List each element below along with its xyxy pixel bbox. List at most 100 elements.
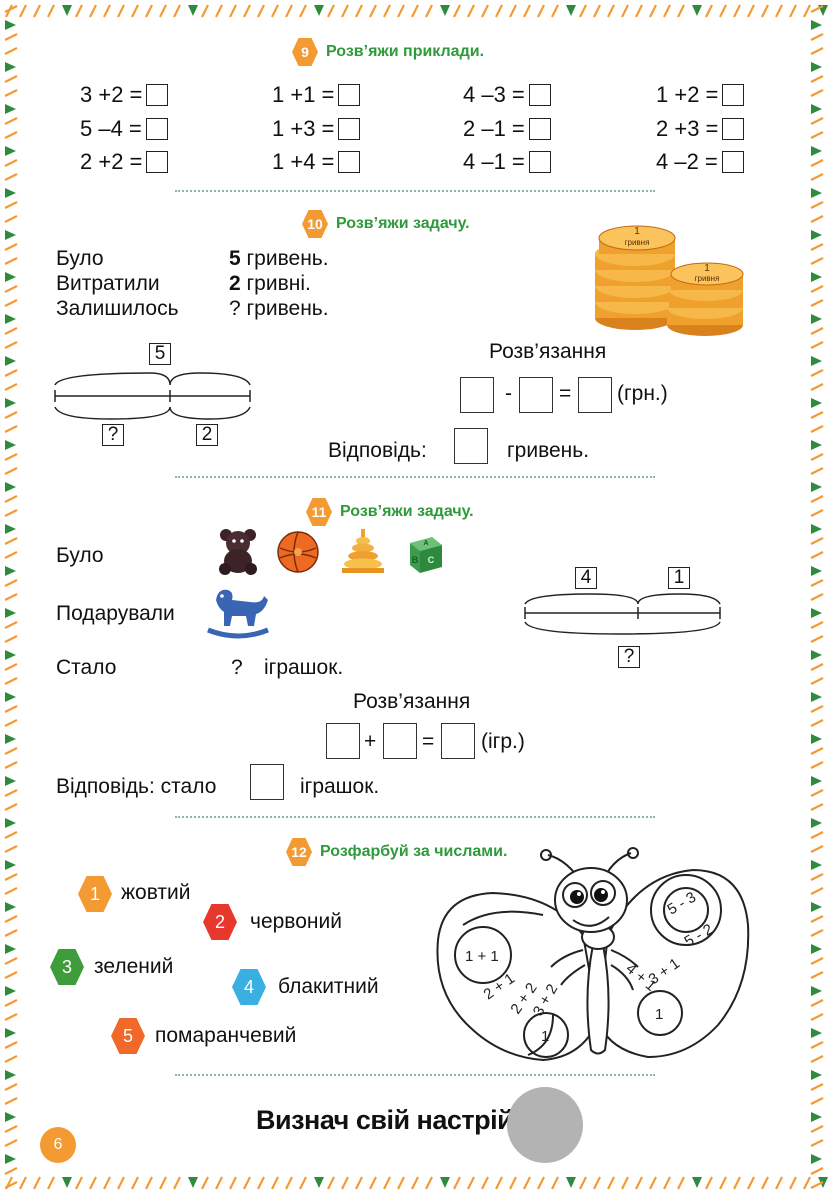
example-answer-box[interactable]: [338, 84, 361, 106]
example-answer-box[interactable]: [722, 118, 745, 140]
legend-badge-3: 3: [50, 949, 84, 985]
task11-answer-label: Відповідь: стало: [56, 775, 217, 798]
example-text: 2 +3 =: [656, 116, 719, 141]
example-text: 4 –3 =: [463, 82, 525, 107]
coin-number-2: 1: [704, 263, 710, 274]
legend-badge-4: 4: [232, 969, 266, 1005]
coin-stack-icon: 1 гривня 1 гривня: [595, 225, 744, 336]
task10-row-1-label: Було: [56, 247, 104, 270]
task9-number-badge: 9: [292, 38, 318, 66]
task10-row-3-label: Залишилось: [56, 297, 179, 320]
task10-unit: (грн.): [617, 382, 668, 405]
example-text: 4 –1 =: [463, 149, 525, 174]
task10-answer-input[interactable]: [454, 428, 488, 464]
task10-diagram-total: 5: [149, 343, 171, 365]
task11-row-1-label: Було: [56, 544, 104, 567]
legend-label-3: зелений: [94, 955, 174, 978]
task10-minus-sign: -: [505, 382, 512, 405]
task10-answer-box-1[interactable]: [460, 377, 494, 413]
task11-answer-unit: іграшок.: [300, 775, 380, 798]
example-answer-box[interactable]: [338, 151, 361, 173]
mood-circle[interactable]: [507, 1087, 583, 1163]
task10-row-2-value: 2 гривні.: [229, 272, 311, 295]
task11-answer-box-1[interactable]: [326, 723, 360, 759]
wing-label-left-bottom: 1: [541, 1028, 549, 1045]
legend-label-5: помаранчевий: [155, 1024, 297, 1047]
task11-segment-diagram: [524, 593, 721, 635]
task11-plus-sign: +: [364, 730, 377, 753]
task9-title: Розв’яжи приклади.: [326, 43, 485, 60]
task11-row-2-label: Подарували: [56, 602, 175, 625]
example-text: 3 +2 =: [80, 82, 143, 107]
task11-number-badge: 11: [306, 498, 332, 526]
task10-segment-diagram: [54, 372, 251, 420]
task10-answer-box-3[interactable]: [578, 377, 612, 413]
task10-answer-unit: гривень.: [507, 439, 590, 462]
example-text: 2 +2 =: [80, 149, 143, 174]
task10-title: Розв’яжи задачу.: [336, 215, 470, 232]
task10-header: 10 Розв’яжи задачу.: [302, 210, 470, 238]
legend-label-1: жовтий: [121, 881, 191, 904]
coin-label-1: гривня: [625, 238, 650, 247]
example-answer-box[interactable]: [338, 118, 361, 140]
task11-answer-input[interactable]: [250, 764, 284, 800]
example-answer-box[interactable]: [528, 118, 551, 140]
task10-number-badge: 10: [302, 210, 328, 238]
example-answer-box[interactable]: [146, 84, 169, 106]
task11-diagram-left: 4: [575, 567, 597, 589]
example-text: 1 +3 =: [272, 116, 335, 141]
example-text: 1 +2 =: [656, 82, 719, 107]
task10-row-3-value: ? гривень.: [229, 297, 329, 320]
wing-label-left-top: 1 + 1: [465, 948, 499, 965]
left-border-pattern: [4, 5, 18, 1189]
block-letter-a: A: [423, 540, 428, 547]
example-answer-box[interactable]: [722, 84, 745, 106]
task11-unit: (ігр.): [481, 730, 525, 753]
task11-answer-box-3[interactable]: [441, 723, 475, 759]
task11-row-3-value: ?: [231, 656, 243, 679]
example-answer-box[interactable]: [721, 151, 744, 173]
example-text: 1 +1 =: [272, 82, 335, 107]
task10-diagram-right: 2: [196, 424, 218, 446]
top-border-pattern: [5, 4, 828, 18]
example-text: 4 –2 =: [656, 149, 718, 174]
example-answer-box[interactable]: [528, 151, 551, 173]
example-2-3: 2 –1 =: [463, 116, 551, 142]
example-3-4: 4 –2 =: [656, 149, 744, 175]
legend-badge-5: 5: [111, 1018, 145, 1054]
task12-header: 12 Розфарбуй за числами.: [286, 838, 507, 866]
task10-answer-box-2[interactable]: [519, 377, 553, 413]
example-text: 1 +4 =: [272, 149, 335, 174]
task11-diagram-total: ?: [618, 646, 640, 668]
task11-diagram-right: 1: [668, 567, 690, 589]
example-answer-box[interactable]: [145, 118, 168, 140]
task10-solution-title: Розв’язання: [489, 340, 607, 363]
legend-badge-2: 2: [203, 904, 237, 940]
example-answer-box[interactable]: [146, 151, 169, 173]
divider-2: [175, 476, 655, 478]
divider-3: [175, 816, 655, 818]
divider-4: [175, 1074, 655, 1076]
task11-equals-sign: =: [422, 730, 435, 753]
wing-label-right-bottom: 1: [655, 1006, 663, 1023]
example-1-1: 3 +2 =: [80, 82, 169, 108]
bottom-border-pattern: [5, 1176, 828, 1190]
coin-number-1: 1: [634, 226, 640, 237]
example-1-3: 4 –3 =: [463, 82, 551, 108]
example-2-4: 2 +3 =: [656, 116, 745, 142]
legend-label-4: блакитний: [278, 975, 379, 998]
rocking-horse-icon: [207, 589, 269, 639]
mood-prompt: Визнач свій настрій.: [256, 1105, 521, 1135]
task11-row-3-unit: іграшок.: [264, 656, 344, 679]
example-answer-box[interactable]: [528, 84, 551, 106]
task11-answer-box-2[interactable]: [383, 723, 417, 759]
task10-row-1-value: 5 гривень.: [229, 247, 329, 270]
task11-solution-title: Розв’язання: [353, 690, 471, 713]
butterfly-coloring-picture: 1 + 1 2 + 1 2 + 2 3 + 2 1 5 - 3 5 - 2 3 …: [436, 847, 750, 1062]
right-border-pattern: [810, 5, 824, 1189]
example-3-3: 4 –1 =: [463, 149, 551, 175]
alphabet-block-icon: B C A: [410, 537, 442, 573]
coin-label-2: гривня: [695, 274, 720, 283]
task12-title: Розфарбуй за числами.: [320, 843, 508, 860]
task10-equals-sign: =: [559, 382, 572, 405]
